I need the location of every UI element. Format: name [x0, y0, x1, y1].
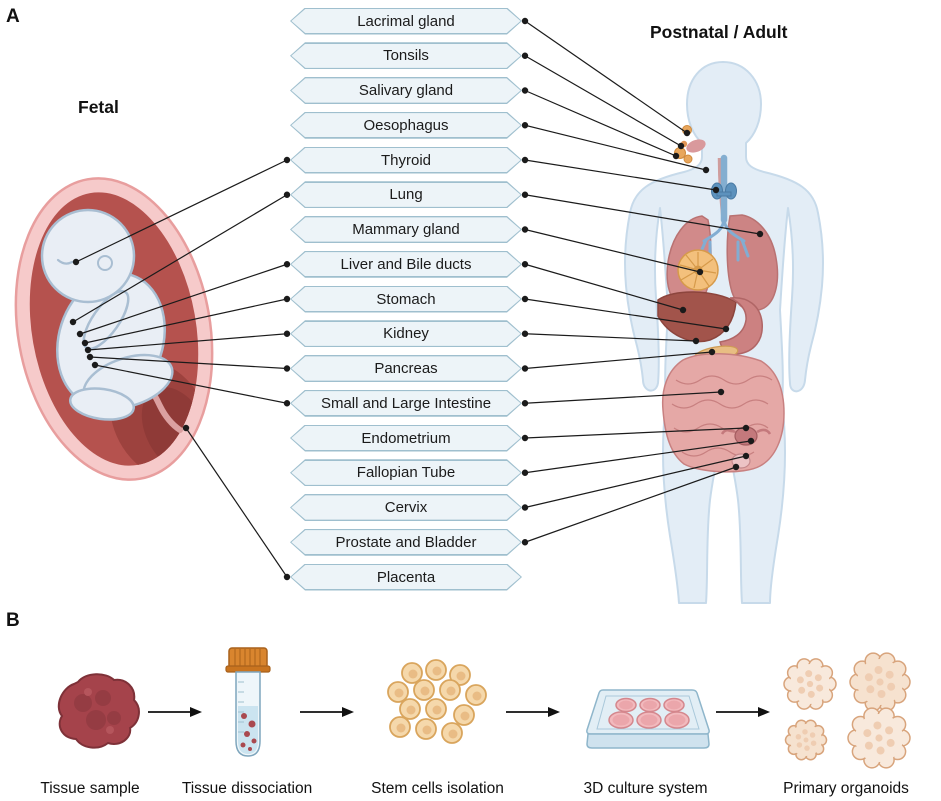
tissue-label: Lacrimal gland	[357, 12, 455, 30]
panel-b-label: B	[6, 610, 20, 631]
tissue-hexagon: Oesophagus	[290, 112, 522, 139]
dissociation-tube-icon	[225, 647, 271, 757]
step-label: Tissue sample	[40, 780, 140, 797]
tissue-label: Endometrium	[361, 429, 451, 447]
tissue-label: Cervix	[384, 499, 428, 516]
salivary-gland-shape-2	[683, 154, 693, 164]
step-label: 3D culture system	[583, 780, 708, 797]
tissue-hexagon: Cervix	[290, 494, 522, 521]
culture-plate-icon	[586, 689, 710, 749]
tissue-hexagon: Endometrium	[290, 425, 522, 452]
tissue-label: Stomach	[376, 290, 436, 308]
tissue-label: Fallopian Tube	[356, 464, 456, 482]
tissue-hexagon: Fallopian Tube	[290, 459, 522, 486]
tissue-hexagon: Small and Large Intestine	[290, 390, 522, 417]
intestines-texture	[671, 375, 773, 457]
tissue-label: Placenta	[376, 568, 436, 586]
salivary-gland-shape	[674, 147, 686, 159]
panel-a-label: A	[6, 6, 20, 27]
tissue-hexagon: Salivary gland	[290, 77, 522, 104]
lacrimal-gland-shape	[682, 125, 692, 135]
primary-organoids-icon	[783, 652, 911, 769]
tissue-label: Kidney	[383, 325, 429, 343]
stem-cells-icon	[387, 659, 487, 744]
flow-arrow-icon	[716, 707, 770, 717]
adult-heading: Postnatal / Adult	[650, 22, 788, 42]
bladder-shape	[731, 453, 751, 469]
fetus-eye	[56, 258, 74, 265]
tissue-sample-icon	[57, 673, 140, 749]
tissue-label: Tonsils	[383, 47, 429, 65]
tissue-label: Mammary gland	[352, 221, 460, 238]
tissue-hexagon: Pancreas	[290, 355, 522, 382]
tissue-hexagon: Thyroid	[290, 147, 522, 174]
tissue-label: Salivary gland	[358, 82, 454, 99]
fetal-heading: Fetal	[78, 97, 119, 117]
adult-body-illustration	[624, 61, 824, 604]
step-label: Primary organoids	[783, 780, 909, 797]
flow-arrow-icon	[148, 707, 202, 717]
tissue-label: Lung	[389, 186, 423, 204]
tissue-hexagon: Stomach	[290, 286, 522, 313]
flow-arrow-icon	[506, 707, 560, 717]
tissue-hexagon: Mammary gland	[290, 216, 522, 243]
tissue-label: Liver and Bile ducts	[340, 255, 472, 273]
tonsil-shape	[680, 140, 688, 148]
tissue-hexagon: Lacrimal gland	[290, 8, 522, 35]
body-silhouette	[624, 61, 824, 604]
step-label: Tissue dissociation	[181, 780, 313, 797]
step-label: Stem cells isolation	[371, 780, 504, 797]
tissue-hexagon: Tonsils	[290, 42, 522, 69]
tissue-label: Prostate and Bladder	[335, 533, 477, 551]
tissue-hexagon: Kidney	[290, 320, 522, 347]
fetus-illustration	[14, 177, 214, 481]
flow-arrow-icon	[300, 707, 354, 717]
tissue-label: Pancreas	[374, 360, 438, 377]
tissue-hexagon: Lung	[290, 181, 522, 208]
tissue-label: Oesophagus	[363, 116, 449, 134]
tissue-label: Thyroid	[380, 151, 432, 169]
tissue-hexagon: Prostate and Bladder	[290, 529, 522, 556]
tissue-hexagon: Liver and Bile ducts	[290, 251, 522, 278]
tissue-hexagon: Placenta	[290, 564, 522, 591]
tissue-label: Small and Large Intestine	[320, 394, 492, 412]
intestines-shape	[661, 353, 785, 473]
mammary-gland-shape	[677, 249, 719, 291]
